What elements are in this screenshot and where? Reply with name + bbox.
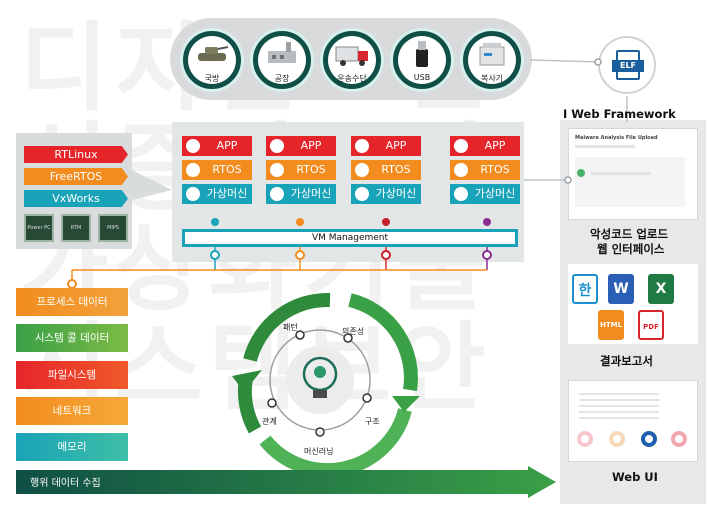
word-icon: W <box>608 274 634 304</box>
vm-icon <box>186 187 200 201</box>
factory-icon <box>268 42 296 63</box>
vm-icon <box>355 187 369 201</box>
app-layer: APP <box>182 136 252 156</box>
hwp-icon: 한 <box>572 274 598 304</box>
copier-icon <box>479 43 505 66</box>
device-usb[interactable]: USB <box>390 28 454 92</box>
data-source-network: 네트워크 <box>16 397 128 425</box>
app-layer: APP <box>351 136 421 156</box>
rtos-layer: RTOS <box>351 160 421 180</box>
chip-icon: MIPS <box>98 214 128 242</box>
device-label: 복사기 <box>480 74 504 83</box>
app-layer: APP <box>266 136 336 156</box>
tank-icon <box>198 46 229 61</box>
device-label: 운송수단 <box>337 74 367 83</box>
device-copier[interactable]: 복사기 <box>460 28 524 92</box>
os-rtlinux: RTLinux <box>24 146 128 163</box>
data-source-filesystem: 파일시스템 <box>16 361 128 389</box>
rtos-icon <box>355 163 369 177</box>
device-label: 국방 <box>204 74 220 83</box>
elf-tag: ELF <box>612 60 644 72</box>
app-icon <box>270 139 284 153</box>
node-structure: 구조 <box>365 417 380 426</box>
app-icon <box>355 139 369 153</box>
data-source-syscall: 시스템 콜 데이터 <box>16 324 128 352</box>
rtos-icon <box>270 163 284 177</box>
chip-label: RTM <box>70 225 82 231</box>
os-vxworks: VxWorks <box>24 190 128 207</box>
vm-icon <box>454 187 468 201</box>
upload-screenshot-title: Malware Analysis File Upload <box>575 135 658 141</box>
vm-layer: 가상머신 <box>182 184 252 204</box>
node-machine-learning: 머신러닝 <box>304 447 334 456</box>
rtos-icon <box>186 163 200 177</box>
app-layer: APP <box>450 136 520 156</box>
os-freertos: FreeRTOS <box>24 168 128 185</box>
device-defense[interactable]: 국방 <box>180 28 244 92</box>
device-factory[interactable]: 공장 <box>250 28 314 92</box>
data-source-memory: 메모리 <box>16 433 128 461</box>
rtos-layer: RTOS <box>450 160 520 180</box>
excel-icon: X <box>648 274 674 304</box>
report-heading: 결과보고서 <box>600 354 653 368</box>
chip-icon: Power PC <box>24 214 54 242</box>
node-relation: 관계 <box>262 417 277 426</box>
vm-icon <box>270 187 284 201</box>
elf-file-icon: ELF <box>598 36 656 94</box>
device-label: USB <box>413 73 431 82</box>
usb-icon <box>416 41 428 67</box>
report-icons: 한 W X HTML PDF <box>568 264 698 344</box>
vm-management-label: VM Management <box>185 232 515 244</box>
device-transport[interactable]: 운송수단 <box>320 28 384 92</box>
collect-label: 행위 데이터 수집 <box>30 478 101 489</box>
upload-heading-1: 악성코드 업로드 <box>590 227 669 241</box>
app-icon <box>186 139 200 153</box>
chip-icon: RTM <box>61 214 91 242</box>
vm-layer: 가상머신 <box>351 184 421 204</box>
app-icon <box>454 139 468 153</box>
vm-layer: 가상머신 <box>266 184 336 204</box>
webui-screenshot <box>568 380 698 462</box>
vm-layer: 가상머신 <box>450 184 520 204</box>
webui-heading: Web UI <box>612 470 658 484</box>
rtos-layer: RTOS <box>182 160 252 180</box>
pdf-icon: PDF <box>638 310 664 340</box>
truck-icon <box>335 46 368 66</box>
web-framework-heading: I Web Framework <box>563 107 676 121</box>
node-dependency: 의존성 <box>342 327 365 336</box>
upload-heading-2: 웹 인터페이스 <box>597 242 665 256</box>
device-label: 공장 <box>274 74 290 83</box>
data-source-process: 프로세스 데이터 <box>16 288 128 316</box>
node-pattern: 패턴 <box>283 323 298 332</box>
rtos-icon <box>454 163 468 177</box>
upload-screenshot: Malware Analysis File Upload <box>568 128 698 220</box>
rtos-layer: RTOS <box>266 160 336 180</box>
vm-management-bar: VM Management <box>182 229 518 247</box>
collect-arrow <box>16 466 556 498</box>
chip-label: Power PC <box>27 225 51 231</box>
chip-label: MIPS <box>107 225 119 231</box>
html-icon: HTML <box>598 310 624 340</box>
